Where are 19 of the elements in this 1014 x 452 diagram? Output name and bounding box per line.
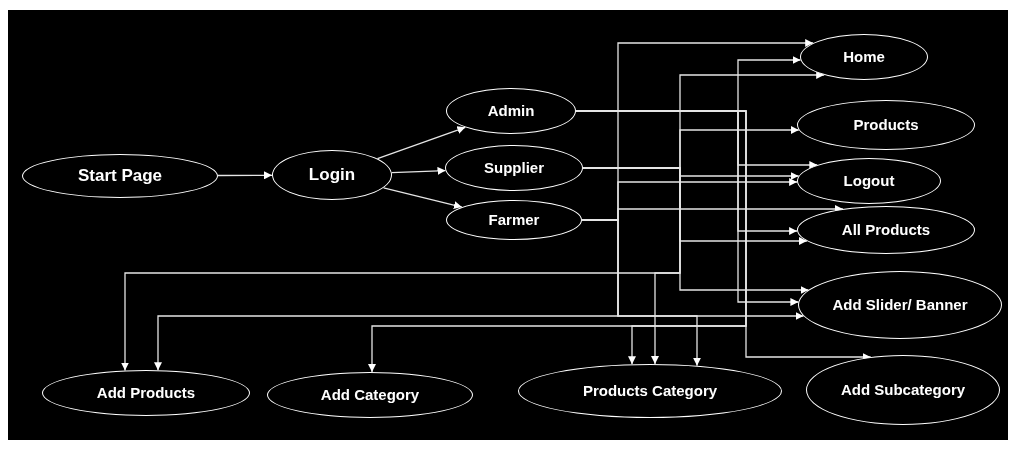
arrow	[582, 167, 681, 365]
node-label: All Products	[841, 219, 931, 240]
node-label: Admin	[487, 100, 535, 121]
node-label: Add Category	[320, 384, 420, 405]
arrow	[382, 187, 463, 210]
node-label: Farmer	[488, 209, 540, 230]
node-label: Add Products	[96, 382, 196, 403]
node-label: Add Subcategory	[840, 379, 966, 400]
arrow	[376, 126, 466, 160]
node-label: Products	[853, 114, 919, 135]
arrow	[217, 171, 273, 180]
node-label: Login	[308, 163, 356, 186]
node-label: Logout	[843, 170, 895, 191]
arrow	[391, 166, 447, 175]
node-label: Products Category	[582, 380, 718, 401]
node-label: Add Slider/ Banner	[832, 294, 968, 315]
node-label: Start Page	[77, 164, 163, 187]
node-label: Supplier	[484, 157, 544, 178]
node-label: Home	[843, 46, 885, 67]
